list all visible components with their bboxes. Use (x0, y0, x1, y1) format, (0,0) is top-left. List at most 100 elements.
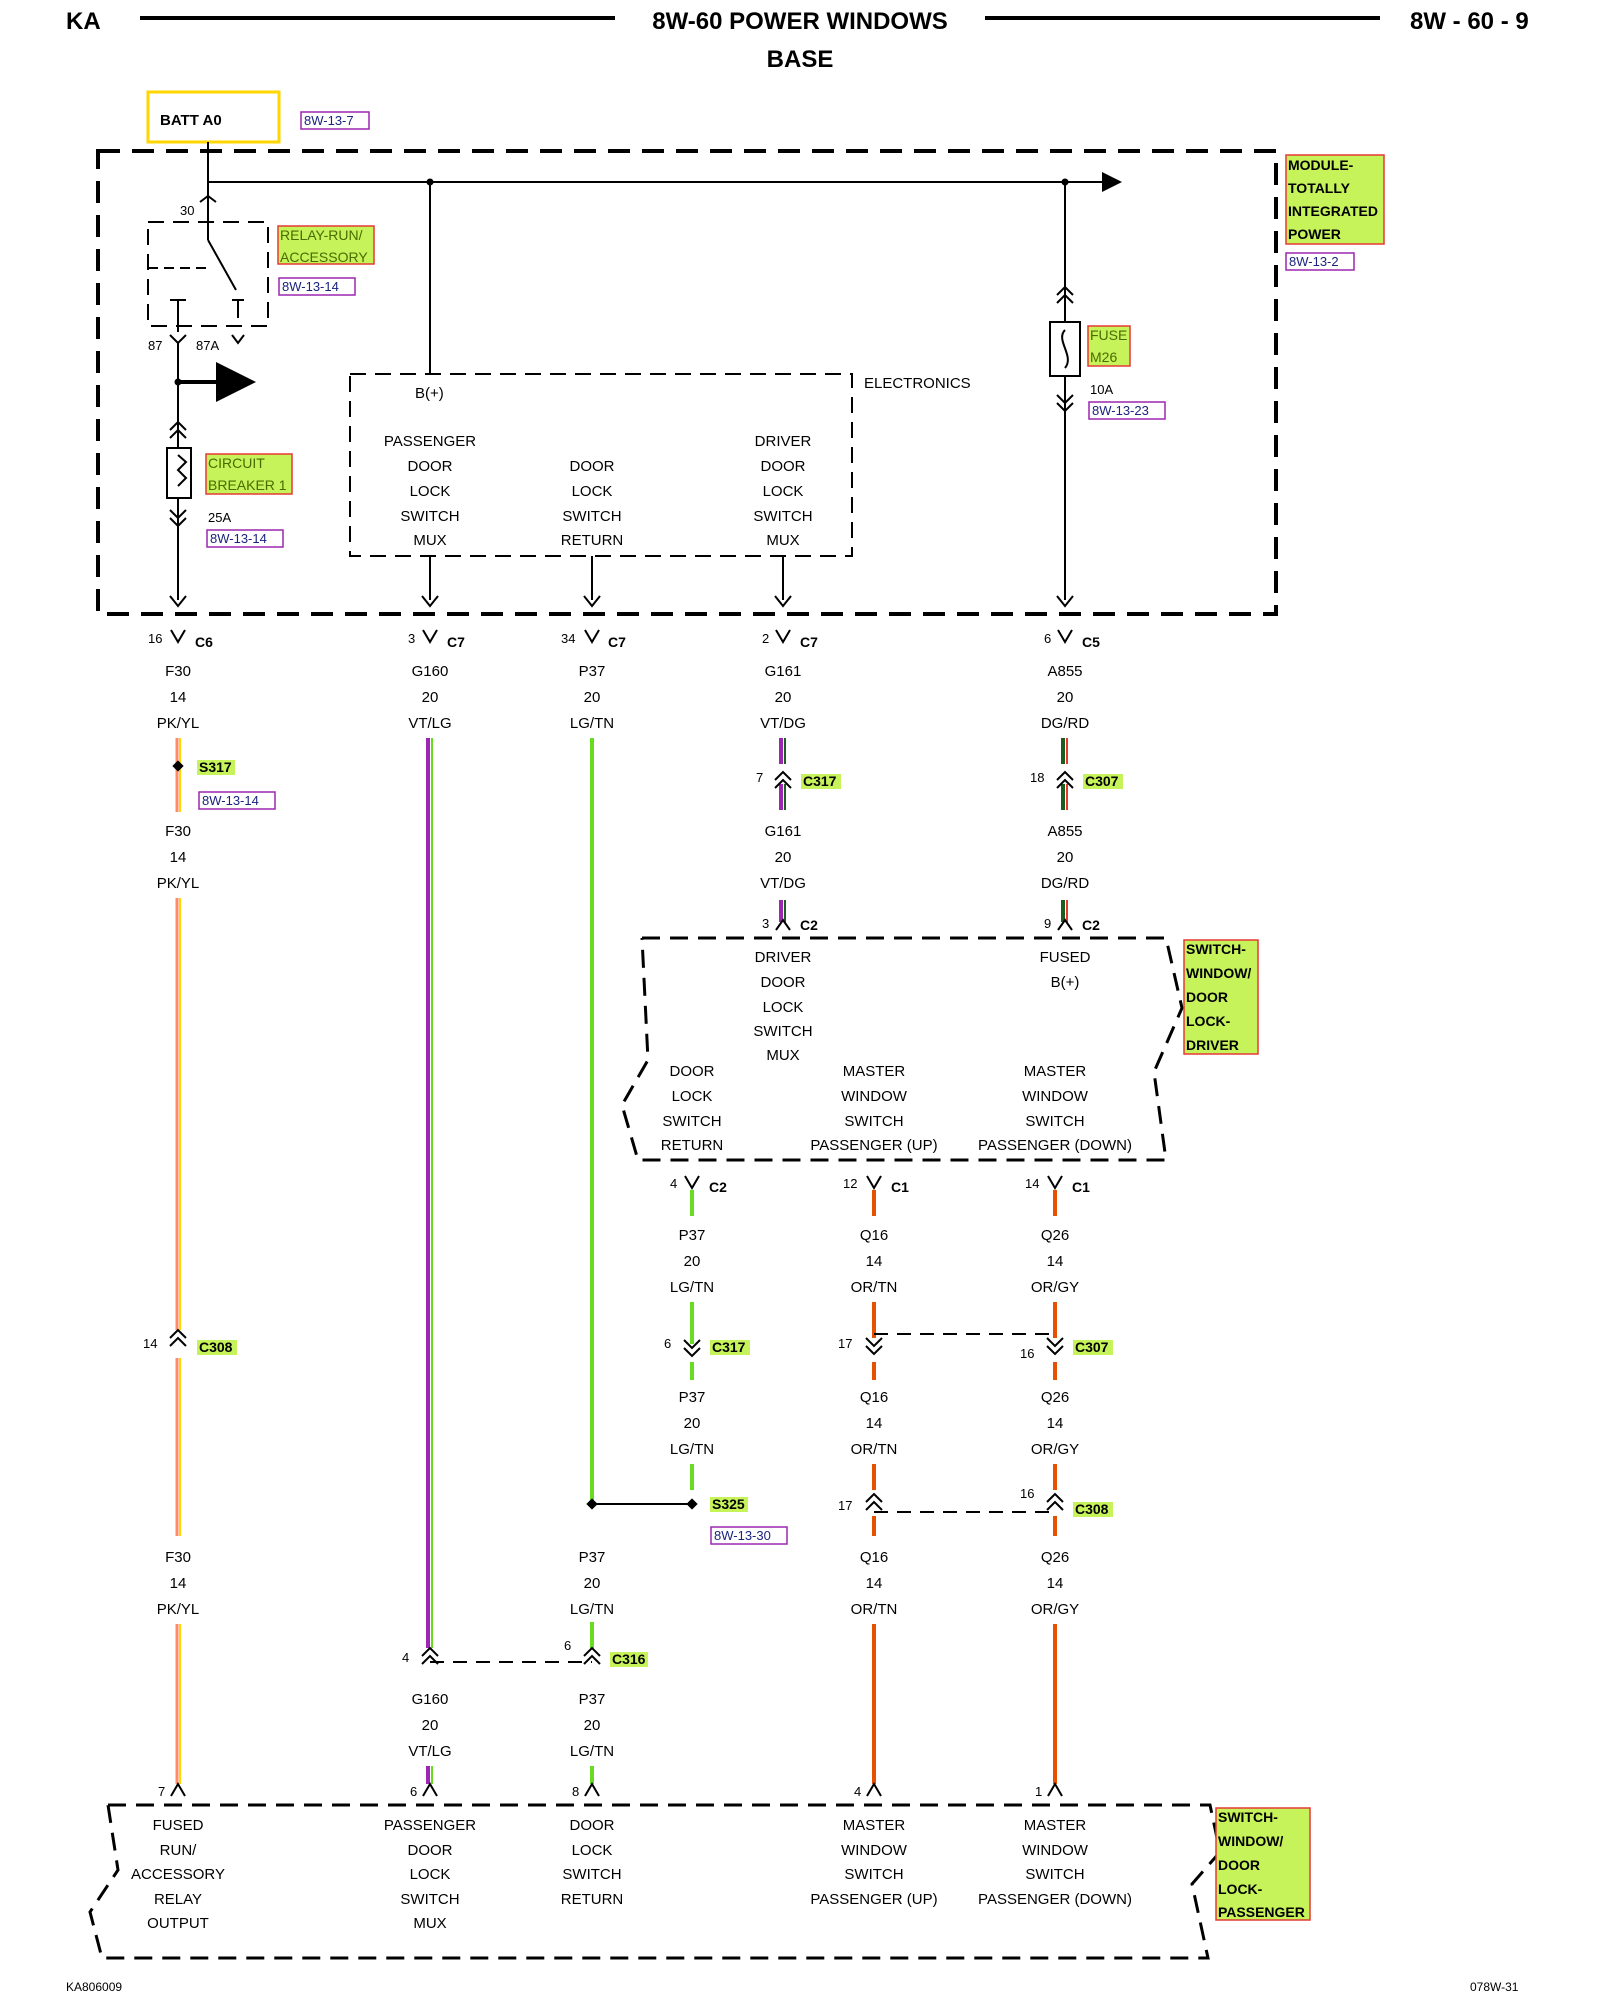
q16b-gauge: 14 (866, 1415, 883, 1432)
electronics-bplus: B(+) (415, 385, 444, 402)
connector-c2-a855[interactable]: 9 C2 (1044, 916, 1100, 933)
ref-8w1330[interactable]: 8W-13-30 (714, 1528, 771, 1543)
c316-symbol-a (421, 1646, 439, 1665)
connector-c2-p37[interactable]: 4 C2 (670, 1175, 727, 1195)
c316-bg (610, 1652, 648, 1667)
connector-c7-g161[interactable]: 2 C7 (762, 629, 818, 650)
p37-gauge: 20 (584, 689, 601, 706)
module-label-2: TOTALLY (1288, 180, 1351, 196)
connector-c7-g160[interactable]: 3 C7 (408, 629, 465, 650)
drv-sw-up-label: MASTER WINDOW SWITCH PASSENGER (UP) (810, 1063, 937, 1154)
c307a-label: C307 (1085, 773, 1119, 789)
ps-pin4-symbol (866, 1782, 882, 1797)
ps-fused-label: FUSED RUN/ ACCESSORY RELAY OUTPUT (131, 1817, 225, 1932)
ref-8w1314a[interactable]: 8W-13-14 (282, 279, 339, 294)
g161-code: G161 (765, 663, 802, 680)
connector-c317-p37[interactable]: 6 C317 (664, 1336, 750, 1358)
c317a-symbol (774, 770, 792, 789)
ref-box-8w1314b (206, 529, 284, 548)
connector-c308-f30[interactable]: 14 C308 (143, 1328, 237, 1355)
connector-c317-g161[interactable]: 7 C317 (756, 770, 841, 789)
wire-label-f30-3: F30 14 PK/YL (157, 1549, 200, 1618)
cb-label-2: BREAKER 1 (208, 477, 287, 493)
drv-sw-mux-4: SWITCH (753, 1023, 812, 1040)
tipm-drv-mux-label: DRIVER DOOR LOCK SWITCH MUX (753, 433, 812, 549)
ps-pin8: 8 (572, 1784, 579, 1799)
relay-pin87: 87 (148, 338, 162, 353)
connector-c307-q[interactable]: 17 16 C307 (838, 1333, 1113, 1361)
splice-s325-b (686, 1498, 698, 1510)
ps-pin-1[interactable]: 1 (1035, 1782, 1063, 1799)
ps-pin-4[interactable]: 4 (854, 1782, 882, 1799)
tipm-dls-return-label: DOOR LOCK SWITCH RETURN (561, 458, 624, 549)
c7b-symbol (584, 629, 600, 644)
q26-gauge: 14 (1047, 1253, 1064, 1270)
drv-sw-ret-4: RETURN (661, 1137, 724, 1154)
connector-c5[interactable]: 6 C5 (1044, 629, 1100, 650)
tipm-dls-return-3: SWITCH (562, 508, 621, 525)
drv-mux-arrow (774, 595, 792, 608)
p37c-gauge: 20 (684, 1415, 701, 1432)
wire-label-a855-1: A855 20 DG/RD (1041, 663, 1090, 732)
f30c-color: PK/YL (157, 1601, 200, 1618)
p37-color: LG/TN (570, 715, 614, 732)
dls-return-arrow (583, 595, 601, 608)
ps-pin-7[interactable]: 7 (158, 1782, 186, 1799)
connector-c307-a855[interactable]: 18 C307 (1030, 770, 1123, 789)
connector-c316[interactable]: 4 6 C316 (402, 1638, 648, 1667)
ps-mux-2: DOOR (408, 1842, 453, 1859)
c317b-pin: 6 (664, 1336, 671, 1351)
f30-color: PK/YL (157, 715, 200, 732)
cb-top-connector (169, 420, 187, 439)
ps-pin-8[interactable]: 8 (572, 1782, 600, 1799)
ps-pin7: 7 (158, 1784, 165, 1799)
wire-label-p37-1: P37 20 LG/TN (570, 663, 614, 732)
ps-up-label: MASTER WINDOW SWITCH PASSENGER (UP) (810, 1817, 937, 1908)
tipm-pass-mux-5: MUX (413, 532, 446, 549)
connector-c6[interactable]: 16 C6 (148, 629, 213, 650)
ref-8w1314c[interactable]: 8W-13-14 (202, 793, 259, 808)
ref-box-8w1314c (198, 791, 276, 810)
p37b-code: P37 (679, 1227, 706, 1244)
ps-mux-5: MUX (413, 1915, 446, 1932)
connector-c308-q[interactable]: 17 16 C308 (838, 1486, 1113, 1517)
c316-symbol-b (583, 1646, 601, 1665)
c308b-bg (1073, 1502, 1113, 1517)
wire-g160[interactable] (426, 738, 433, 1784)
drv-sw-fused-label: FUSED B(+) (1040, 949, 1091, 991)
wire-g161[interactable] (779, 738, 786, 922)
ps-pin6: 6 (410, 1784, 417, 1799)
sw-pas-label-1: SWITCH- (1218, 1809, 1278, 1825)
wire-label-q26-3: Q26 14 OR/GY (1031, 1549, 1079, 1618)
relay-pin30: 30 (180, 203, 194, 218)
c7a-label: C7 (447, 634, 465, 650)
drv-sw-down-2: WINDOW (1022, 1088, 1089, 1105)
wire-label-f30-2: F30 14 PK/YL (157, 823, 200, 892)
connector-c7-p37[interactable]: 34 C7 (561, 629, 626, 650)
drv-sw-fused-2: B(+) (1051, 974, 1080, 991)
f30-code: F30 (165, 663, 191, 680)
connector-c1-q16[interactable]: 12 C1 (843, 1175, 909, 1195)
tipm-drv-mux-1: DRIVER (755, 433, 812, 450)
connector-c1-q26[interactable]: 14 C1 (1025, 1175, 1090, 1195)
g160b-color: VT/LG (408, 1743, 451, 1760)
ps-pin-6[interactable]: 6 (410, 1782, 438, 1799)
ps-up-3: SWITCH (844, 1866, 903, 1883)
c5-label: C5 (1082, 634, 1100, 650)
fuse-out-arrow (1056, 595, 1074, 608)
wire-f30[interactable] (175, 738, 181, 1784)
ref-8w1323[interactable]: 8W-13-23 (1092, 403, 1149, 418)
c6-label: C6 (195, 634, 213, 650)
p37d-color: LG/TN (570, 1601, 614, 1618)
ref-8w1314b[interactable]: 8W-13-14 (210, 531, 267, 546)
module-tipm-box (96, 149, 1278, 616)
wire-a855[interactable] (1061, 738, 1068, 922)
ref-8w132[interactable]: 8W-13-2 (1289, 254, 1339, 269)
c316-pin1: 4 (402, 1650, 409, 1665)
tipm-pass-mux-1: PASSENGER (384, 433, 476, 450)
drv-sw-mux-label: DRIVER DOOR LOCK SWITCH MUX (753, 949, 812, 1064)
c308b-symbol-a (865, 1492, 883, 1511)
ref-8w137[interactable]: 8W-13-7 (304, 113, 354, 128)
connector-c2-g161[interactable]: 3 C2 (762, 916, 818, 933)
